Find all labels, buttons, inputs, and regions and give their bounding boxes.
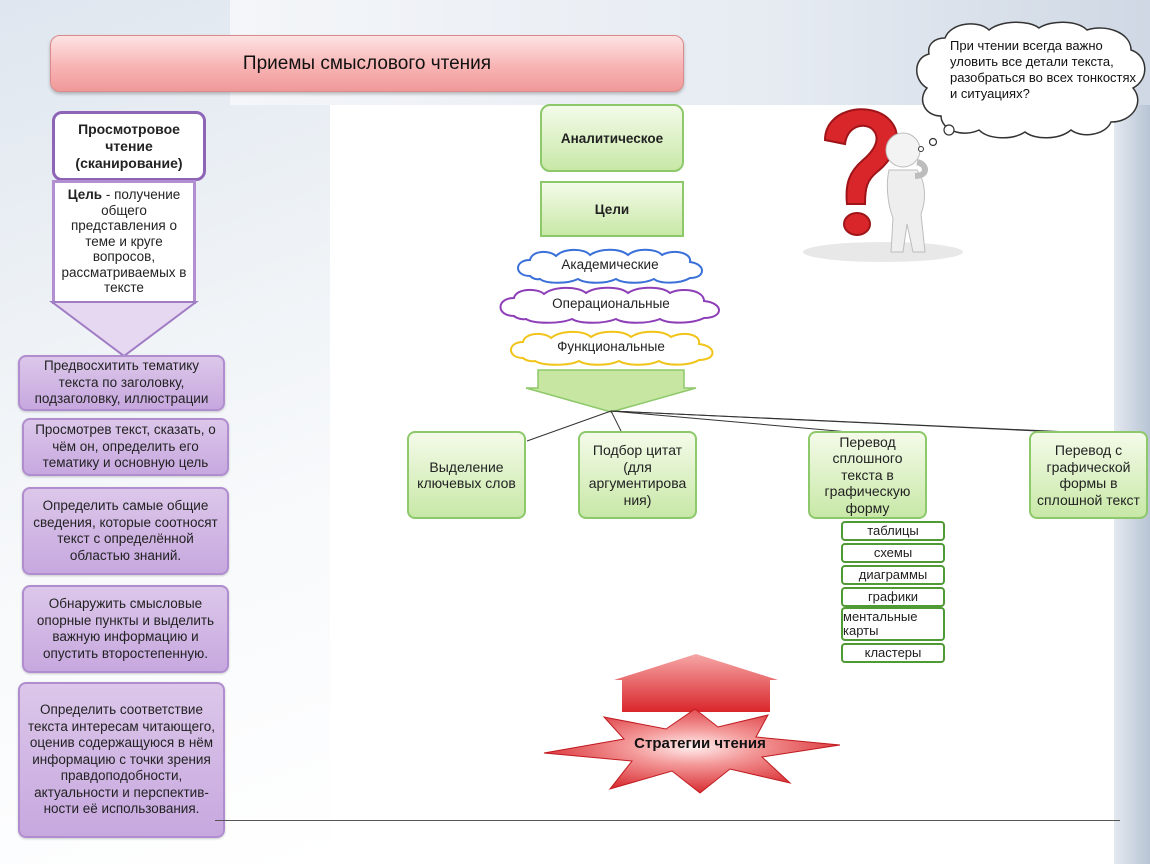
up-arrow-icon (614, 654, 778, 712)
goal-text: - получение общего представления о теме … (61, 187, 187, 295)
cloud-academic-icon (517, 248, 703, 284)
speech-bubble-text: При чтении всегда важно уловить все дета… (950, 38, 1137, 101)
analytic-heading: Аналитическое (540, 104, 684, 172)
branch-keywords: Выделение ключевых слов (407, 431, 526, 519)
graphic-form-item: кластеры (841, 643, 945, 663)
cloud-operational-icon (499, 286, 720, 324)
branch-quotes: Подбор цитат (для аргументирова ния) (578, 431, 697, 519)
strategy-label: Стратегии чтения (634, 735, 766, 752)
graphic-form-item: ментальные карты (841, 607, 945, 641)
cloud-operational-label: Операциональные (552, 296, 670, 311)
branch-to-graphic: Перевод сплошного текста в графическую ф… (808, 431, 927, 519)
page-title: Приемы смыслового чтения (50, 35, 684, 92)
bottom-rule (215, 820, 1120, 821)
graphic-form-item: схемы (841, 543, 945, 563)
red-star-burst-icon (543, 708, 841, 794)
graphic-form-item: графики (841, 587, 945, 607)
graphic-form-item: диаграммы (841, 565, 945, 585)
scan-step-1: Предвосхитить тематику текста по заголов… (18, 355, 225, 411)
thinking-figure-icon (885, 132, 928, 253)
scanning-heading: Просмотровое чтение (сканирование) (52, 111, 206, 181)
scan-step-5: Определить соответствие текста интересам… (18, 682, 225, 838)
speech-cloud-icon (916, 21, 1146, 152)
scanning-goal: Цель - получение общего представления о … (52, 180, 196, 304)
down-arrow-icon (525, 369, 697, 413)
down-arrow-icon (49, 301, 199, 358)
cloud-functional-icon (510, 330, 714, 366)
scan-step-4: Обнаружить смысловые опорные пункты и вы… (22, 585, 229, 673)
cloud-academic-label: Академические (561, 257, 659, 272)
cloud-functional-label: Функциональные (557, 339, 665, 354)
scan-step-3: Определить самые общие сведения, которые… (22, 487, 229, 575)
graphic-form-item: таблицы (841, 521, 945, 541)
branch-from-graphic: Перевод с графической формы в сплошной т… (1029, 431, 1148, 519)
goals-box: Цели (540, 181, 684, 237)
goal-label: Цель (67, 187, 103, 202)
scan-step-2: Просмотрев текст, сказать, о чём он, опр… (22, 418, 229, 476)
